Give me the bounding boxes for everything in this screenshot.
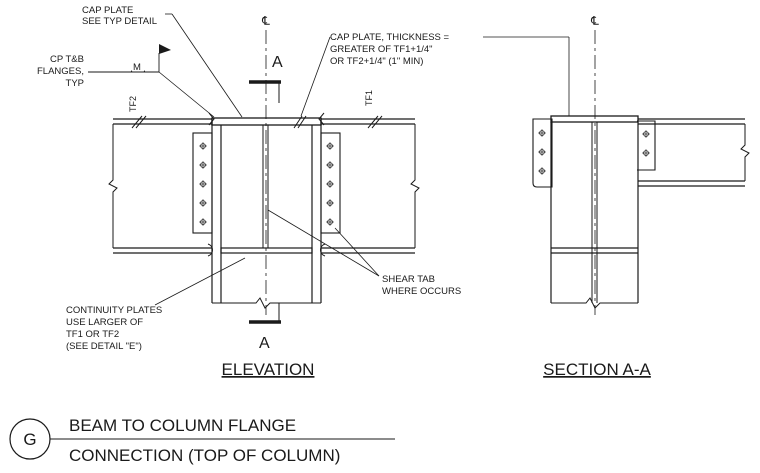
note-shear-tab: WHERE OCCURS [382, 286, 461, 297]
shear-tab-left [192, 132, 213, 234]
section-cap-plate [550, 115, 639, 123]
detail-title-line-1: BEAM TO COLUMN FLANGE [69, 416, 296, 435]
title-block: G BEAM TO COLUMN FLANGE CONNECTION (TOP … [9, 416, 395, 465]
note-continuity-plates: (SEE DETAIL "E") [66, 341, 142, 352]
note-cap-plate: CAP PLATE [82, 5, 133, 16]
tf2-label: TF2 [128, 96, 138, 112]
centerline-symbol: ℄ [590, 14, 599, 28]
section-shear-tab [532, 118, 553, 188]
note-cp-flanges: CP T&B [50, 54, 84, 65]
note-cap-plate: SEE TYP DETAIL [82, 16, 157, 27]
notes: CAP PLATE SEE TYP DETAIL CAP PLATE, THIC… [37, 5, 461, 352]
note-continuity-plates: CONTINUITY PLATES [66, 305, 162, 316]
detail-letter: G [23, 430, 36, 449]
continuity-plate [220, 247, 313, 254]
elevation-title: ELEVATION [222, 360, 315, 379]
note-cp-flanges: TYP [66, 78, 84, 89]
centerline-symbol: ℄ [261, 14, 270, 28]
weld-symbol-label: M [133, 62, 141, 73]
tf1-label: TF1 [364, 90, 374, 106]
detail-title-line-2: CONNECTION (TOP OF COLUMN) [69, 446, 340, 465]
note-cap-thickness: GREATER OF TF1+1/4" [330, 44, 433, 55]
left-beam [108, 118, 212, 254]
section-mark-bottom: A [259, 335, 270, 352]
note-continuity-plates: USE LARGER OF [66, 317, 143, 328]
cap-plate [211, 117, 322, 126]
column [211, 118, 322, 309]
note-shear-tab: SHEAR TAB [382, 274, 435, 285]
elevation-view [88, 13, 570, 324]
section-shear-tab-right [637, 120, 656, 171]
note-cap-thickness: CAP PLATE, THICKNESS = [330, 32, 450, 43]
note-cap-thickness: OR TF2+1/4" (1" MIN) [330, 56, 423, 67]
section-view [532, 30, 750, 315]
note-continuity-plates: TF1 OR TF2 [66, 329, 119, 340]
section-mark-top: A [272, 54, 283, 71]
section-title: SECTION A-A [543, 360, 651, 379]
right-beam [321, 118, 420, 254]
note-cp-flanges: FLANGES, [37, 66, 84, 77]
shear-tab-right [320, 132, 341, 234]
